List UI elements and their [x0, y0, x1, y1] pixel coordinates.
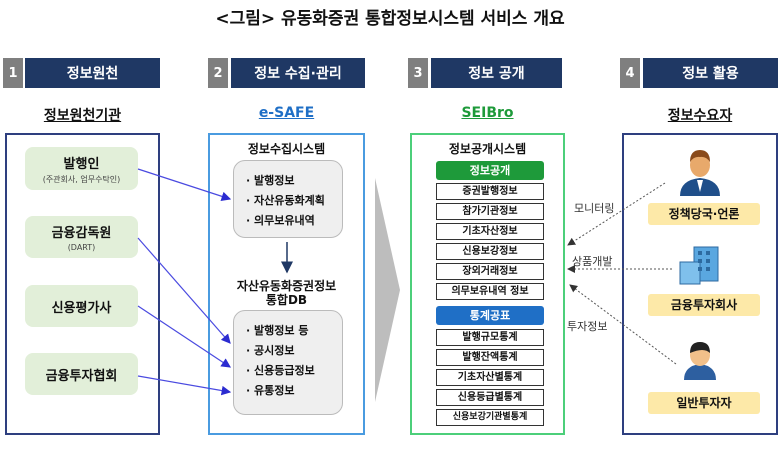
collect-panel	[208, 133, 365, 435]
db-item: · 유통정보	[246, 384, 295, 397]
step-header: 정보원천	[25, 58, 160, 88]
step-number: 1	[3, 58, 23, 88]
step-number: 2	[208, 58, 228, 88]
source-fss: 금융감독원 (DART)	[25, 216, 138, 258]
collect-item: · 의무보유내역	[246, 214, 315, 227]
user-group: 금융투자회사	[648, 294, 760, 316]
source-note: (주관회사, 업무수탁인)	[42, 174, 121, 184]
disclose-item: 증권발행정보	[436, 183, 544, 200]
db-item: · 신용등급정보	[246, 364, 315, 377]
source-note: (DART)	[67, 243, 96, 252]
flow-label: 모니터링	[574, 202, 615, 215]
official-icon	[680, 150, 720, 196]
source-arrows	[137, 168, 232, 396]
arrow-kofia	[137, 375, 232, 396]
arrow-issuer	[137, 168, 232, 201]
disclose-item: 장외거래정보	[436, 263, 544, 280]
step-number: 4	[620, 58, 640, 88]
db-title-line: 자산유동화증권정보	[236, 279, 337, 293]
users-panel	[622, 133, 778, 435]
column-subtitle: 정보원천기관	[43, 108, 122, 124]
db-title-line: 통합DB	[265, 293, 308, 307]
user-group: 일반투자자	[648, 392, 760, 414]
stats-item: 기초자산별통계	[436, 369, 544, 386]
db-item: · 공시정보	[246, 344, 295, 357]
collect-box: · 발행정보 · 자산유동화계획 · 의무보유내역	[233, 160, 343, 238]
step-header: 정보 활용	[643, 58, 778, 88]
db-box: · 발행정보 등 · 공시정보 · 신용등급정보 · 유통정보	[233, 310, 343, 415]
column-subtitle: SEIBro	[461, 105, 514, 121]
tag-statistics: 통계공표	[436, 306, 544, 325]
step-number: 3	[408, 58, 428, 88]
flow-label: 투자정보	[567, 320, 608, 333]
page-title: <그림> 유동화증권 통합정보시스템 서비스 개요	[215, 9, 565, 29]
disclose-title: 정보공개시스템	[448, 142, 527, 156]
stats-item: 발행규모통계	[436, 329, 544, 346]
arrow-monitoring	[567, 182, 666, 246]
source-kofia: 금융투자협회	[25, 353, 138, 395]
arrow-invest	[569, 284, 677, 365]
investor-icon	[684, 342, 716, 380]
sources-panel	[5, 133, 160, 435]
source-name: 발행인	[63, 156, 100, 172]
source-rating: 신용평가사	[25, 285, 138, 327]
source-name: 금융감독원	[51, 226, 112, 241]
flow-label: 상품개발	[572, 255, 613, 268]
collect-item: · 발행정보	[246, 174, 295, 187]
stats-item: 신용보강기관별통계	[436, 409, 544, 426]
db-item: · 발행정보 등	[246, 324, 309, 337]
collect-title: 정보수집시스템	[247, 142, 326, 156]
disclose-panel	[410, 133, 565, 435]
column-subtitle: 정보수요자	[667, 108, 733, 124]
tag-disclosure: 정보공개	[436, 161, 544, 180]
user-arrows	[567, 182, 677, 365]
source-name: 금융투자협회	[45, 368, 118, 384]
column-subtitle: e-SAFE	[258, 105, 315, 121]
disclose-item: 의무보유내역 정보	[436, 283, 544, 300]
stats-item: 발행잔액통계	[436, 349, 544, 366]
disclose-item: 기초자산정보	[436, 223, 544, 240]
arrow-fss	[137, 237, 231, 344]
user-group: 정책당국·언론	[648, 203, 760, 225]
source-name: 신용평가사	[51, 300, 112, 316]
arrow-rating	[137, 305, 232, 368]
stats-item: 신용등급별통계	[436, 389, 544, 406]
collect-item: · 자산유동화계획	[246, 194, 325, 207]
disclose-item: 신용보강정보	[436, 243, 544, 260]
big-flow-arrow	[375, 178, 400, 402]
disclose-item: 참가기관정보	[436, 203, 544, 220]
step-header: 정보 수집·관리	[231, 58, 365, 88]
source-issuer: 발행인 (주관회사, 업무수탁인)	[25, 147, 138, 190]
building-icon	[679, 246, 719, 285]
step-header: 정보 공개	[431, 58, 562, 88]
